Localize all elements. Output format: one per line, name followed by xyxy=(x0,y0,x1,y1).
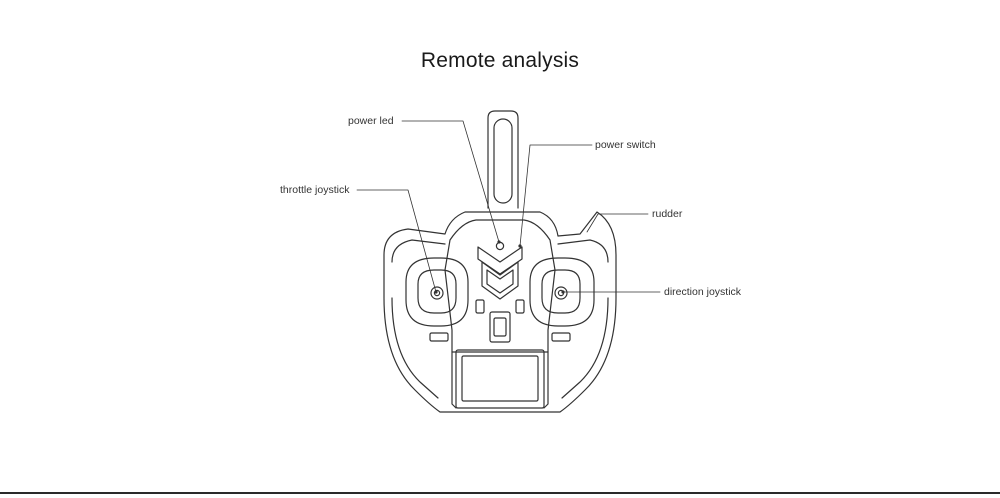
center-buttons xyxy=(475,299,525,343)
bottom-divider xyxy=(0,492,1000,494)
label-throttle-joystick: throttle joystick xyxy=(280,184,350,196)
antenna xyxy=(487,110,519,209)
label-rudder: rudder xyxy=(652,208,683,220)
label-power-led: power led xyxy=(348,115,394,127)
power-switch xyxy=(477,246,523,300)
page-title: Remote analysis xyxy=(420,49,580,72)
power-led-indicator xyxy=(495,241,505,251)
leader-lines xyxy=(356,120,661,294)
label-direction-joystick: direction joystick xyxy=(664,286,742,298)
label-power-switch: power switch xyxy=(595,139,656,151)
lcd-screen xyxy=(451,349,549,409)
controller-body xyxy=(383,211,617,413)
throttle-joystick xyxy=(405,257,469,327)
trim-switches xyxy=(429,332,571,342)
